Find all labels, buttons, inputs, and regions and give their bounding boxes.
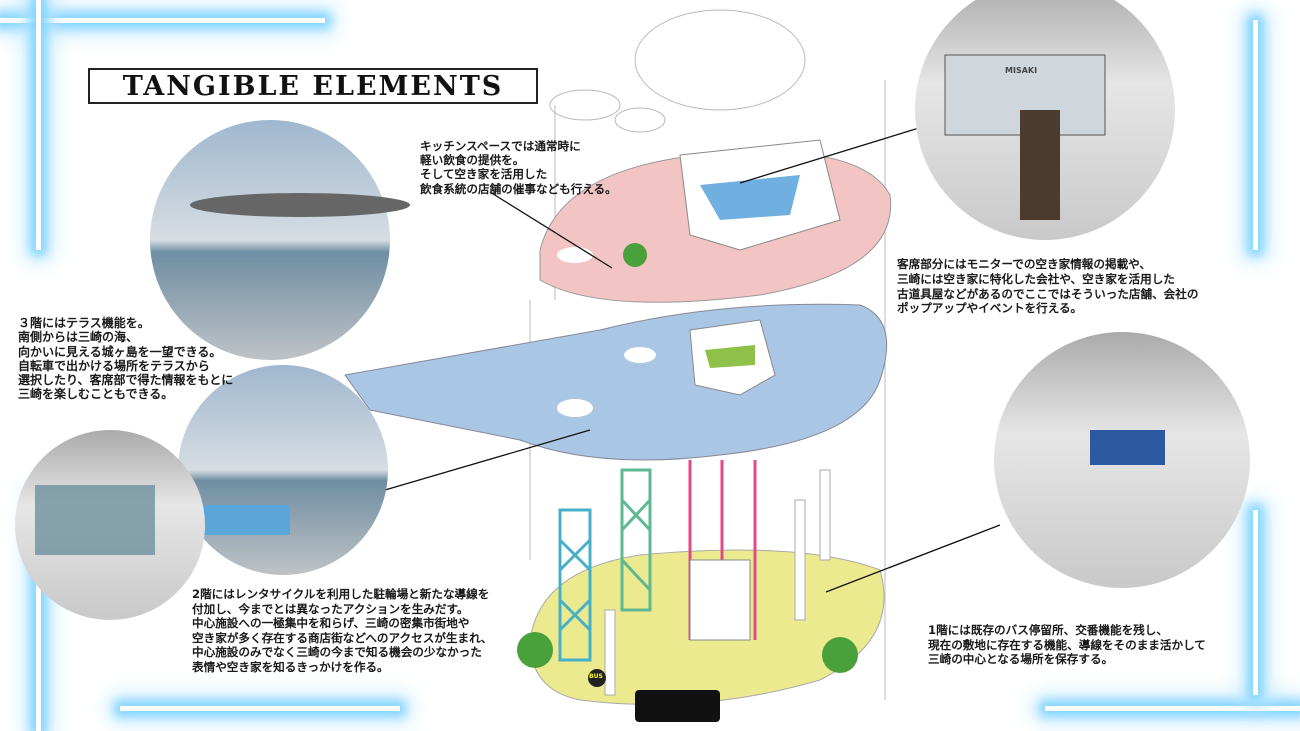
glow-line (120, 706, 400, 711)
first-floor-annotation: 1階には既存のバス停留所、交番機能を残し、 現在の敷地に存在する機能、導線をその… (928, 623, 1206, 667)
third-floor-annotation: ３階にはテラス機能を。 南側からは三崎の海、 向かいに見える城ヶ島を一望できる。… (18, 316, 234, 402)
glow-line (1045, 706, 1300, 711)
glow-line (1253, 20, 1258, 250)
kitchen-annotation: キッチンスペースでは通常時に 軽い飲食の提供を。 そして空き家を活用した 飲食系… (420, 139, 617, 196)
photo-terrace (150, 120, 410, 360)
glow-line (36, 500, 41, 731)
leader-lines (384, 119, 1001, 593)
photo-bike-parking (178, 365, 388, 575)
second-floor-annotation: 2階にはレンタサイクルを利用した駐輪場と新たな導線を 付加し、今までとは異なった… (192, 587, 493, 674)
map-sign-label: MISAKI (1005, 66, 1038, 75)
glow-line (0, 18, 325, 23)
bus-icon (635, 690, 720, 722)
glow-line (36, 0, 41, 250)
floor-3-plate (539, 139, 892, 303)
photo-bike-interior (15, 430, 205, 620)
floor-1-plate (517, 460, 885, 722)
glow-line (1253, 510, 1258, 695)
floor-2-plate (344, 303, 888, 461)
photo-bus-stop (994, 332, 1250, 588)
customer-area-annotation: 客席部分にはモニターでの空き家情報の掲載や、 三崎には空き家に特化した会社や、空… (897, 257, 1199, 316)
bus-sign-label: BUS (589, 673, 603, 680)
page-title: TANGIBLE ELEMENTS (88, 68, 538, 104)
photo-customer-area (915, 0, 1175, 240)
